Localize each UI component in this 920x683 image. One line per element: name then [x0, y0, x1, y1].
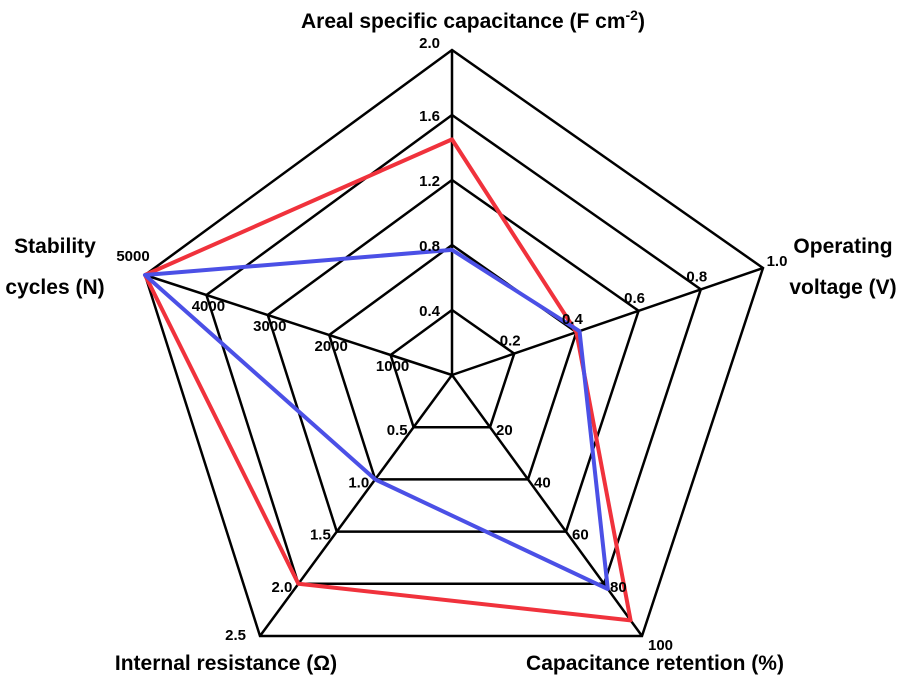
tick-labels: 0.4 0.8 1.2 1.6 2.0 0.2 0.4 0.6 0.8 1.0 20 40 60 80 10…	[116, 35, 787, 654]
grid-ring-1	[389, 308, 516, 429]
tick-label-voltage: 1.0	[767, 253, 788, 270]
radar-series	[143, 137, 633, 623]
tick-label-retention: 80	[610, 579, 627, 596]
axis-spoke-retention	[450, 374, 644, 637]
tick-label-retention: 60	[572, 527, 589, 544]
axis-spoke-voltage	[451, 266, 764, 377]
series-polygon-2	[143, 247, 610, 592]
axis-title-retention: Capacitance retention (%)	[526, 652, 784, 675]
axis-title-cycles-line2: cycles (N)	[5, 276, 104, 299]
tick-label-cycles: 3000	[253, 318, 286, 335]
tick-label-resistance: 1.0	[348, 474, 369, 491]
tick-label-cycles: 4000	[192, 298, 225, 315]
tick-label-capacitance: 0.8	[419, 238, 440, 255]
axis-title-voltage-line2: voltage (V)	[789, 276, 896, 299]
tick-label-capacitance: 2.0	[419, 35, 440, 52]
tick-label-capacitance: 1.6	[419, 108, 440, 125]
grid-ring-3	[266, 178, 641, 533]
tick-label-voltage: 0.6	[624, 290, 645, 307]
axis-title-voltage-line1: Operating	[793, 235, 892, 258]
tick-label-resistance: 1.5	[310, 527, 331, 544]
tick-label-resistance: 2.0	[272, 579, 293, 596]
radar-grid	[143, 48, 765, 638]
tick-label-cycles: 5000	[116, 248, 149, 265]
tick-label-cycles: 2000	[315, 338, 348, 355]
series-polygon-1	[143, 137, 633, 623]
axis-title-cycles-line1: Stability	[14, 235, 96, 258]
tick-label-voltage: 0.4	[562, 311, 584, 328]
tick-label-retention: 100	[648, 637, 673, 654]
tick-label-voltage: 0.2	[500, 333, 521, 350]
grid-ring-5	[143, 48, 765, 638]
tick-label-voltage: 0.8	[686, 268, 707, 285]
tick-label-capacitance: 1.2	[419, 173, 440, 190]
tick-label-resistance: 0.5	[387, 422, 408, 439]
tick-label-capacitance: 0.4	[419, 303, 441, 320]
tick-label-retention: 20	[496, 422, 513, 439]
tick-label-retention: 40	[534, 474, 551, 491]
axis-spoke-resistance	[258, 374, 454, 637]
tick-label-cycles: 1000	[376, 358, 409, 375]
axis-title-capacitance: Areal specific capacitance (F cm-2)	[301, 7, 645, 33]
axis-spoke-cycles	[144, 273, 453, 377]
axis-title-resistance: Internal resistance (Ω)	[115, 652, 337, 675]
tick-label-resistance: 2.5	[225, 627, 246, 644]
